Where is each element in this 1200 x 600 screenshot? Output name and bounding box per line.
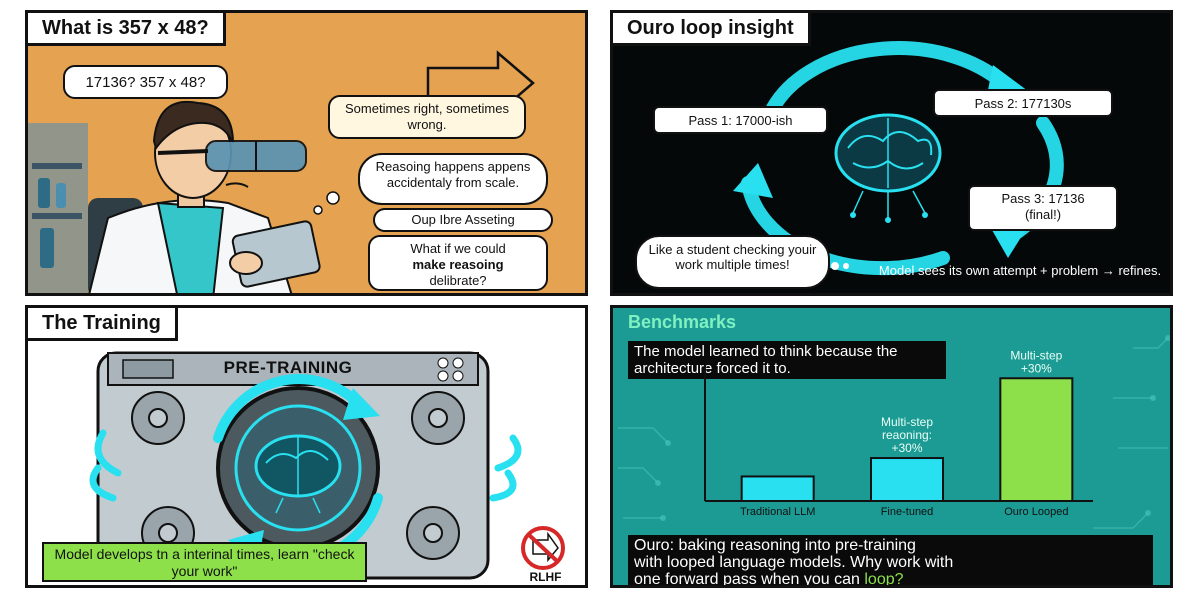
bubble-text: Oup Ibre Asseting bbox=[411, 212, 515, 227]
bubble-text: Reasoing happens appens accidentaly from… bbox=[375, 159, 531, 190]
bar bbox=[870, 457, 944, 502]
speech-bubble-what-if: What if we could make reasoing delibrate… bbox=[368, 235, 548, 291]
bar bbox=[999, 377, 1074, 502]
loop-caption: Model sees its own attempt + problem → r… bbox=[878, 263, 1162, 278]
tick-label: Fine-tuned bbox=[881, 506, 934, 518]
panel-benchmarks: Benchmarks The model learned to think be… bbox=[610, 305, 1173, 588]
bubble-text: Sometimes right, sometimes wrong. bbox=[345, 101, 509, 132]
data-label: +30% bbox=[891, 441, 922, 455]
speech-bubble-right-wrong: Sometimes right, sometimes wrong. bbox=[328, 95, 526, 139]
panel-training: The Training PRE-TRAINING Model develops… bbox=[25, 305, 588, 588]
data-label: Multi-step bbox=[881, 415, 933, 429]
benchmark-headline: The model learned to think because the a… bbox=[628, 341, 946, 379]
bubble-line: Pass 3: 17136 bbox=[1001, 191, 1085, 206]
label-bubble: Oup Ibre Asseting bbox=[373, 208, 553, 232]
bubble-line: delibrate? bbox=[429, 273, 487, 288]
caption-line: with looped language models. Why work wi… bbox=[634, 554, 954, 571]
no-rlhf-icon bbox=[521, 526, 565, 570]
caption-line: one forward pass when you can loop? bbox=[634, 571, 1147, 588]
thought-bubble-reasoning: Reasoing happens appens accidentaly from… bbox=[358, 153, 548, 205]
benchmark-caption: Ouro: baking reasoning into pre-training… bbox=[628, 535, 1153, 588]
bubble-text: Like a student checking youir work multi… bbox=[648, 242, 817, 272]
bubble-text: Pass 1: 17000-ish bbox=[688, 113, 793, 128]
circuit-background bbox=[618, 335, 1170, 529]
pass3-bubble: Pass 3: 17136 (final!) bbox=[968, 185, 1118, 231]
panel-title: Benchmarks bbox=[628, 312, 737, 332]
scientist-scene bbox=[28, 50, 535, 293]
caption-loop-word: loop? bbox=[864, 571, 904, 588]
bubble-line: make reasoing bbox=[412, 257, 504, 272]
bar bbox=[740, 475, 815, 502]
panel-title: What is 357 x 48? bbox=[28, 13, 226, 46]
caption-line: Ouro: baking reasoning into pre-training bbox=[634, 537, 916, 554]
bubble-text: Pass 2: 177130s bbox=[974, 96, 1072, 111]
pass1-bubble: Pass 1: 17000-ish bbox=[653, 106, 828, 134]
caption-text: one forward pass when you can bbox=[634, 571, 860, 588]
training-caption: Model develops tn a interinal times, lea… bbox=[42, 542, 367, 582]
machine-label: PRE-TRAINING bbox=[223, 358, 353, 377]
panel-loop-insight: Ouro loop insight Pass 1: 17000-ish Pass… bbox=[610, 10, 1173, 296]
data-label: reaoning: bbox=[882, 428, 932, 442]
student-bubble: Like a student checking youir work multi… bbox=[635, 235, 830, 289]
tick-label: Traditional LLM bbox=[740, 506, 815, 518]
tick-label: Ouro Looped bbox=[1004, 506, 1068, 518]
speech-bubble-question: 17136? 357 x 48? bbox=[63, 65, 228, 99]
brain-icon bbox=[254, 434, 342, 514]
bubble-line: (final!) bbox=[1024, 207, 1062, 222]
data-label: Multi-step bbox=[1010, 348, 1062, 362]
data-label: +30% bbox=[1021, 361, 1052, 375]
bubble-line: What if we could bbox=[410, 241, 506, 256]
training-machine bbox=[89, 351, 565, 580]
bubble-text: 17136? 357 x 48? bbox=[85, 74, 206, 91]
panel-title: Ouro loop insight bbox=[613, 13, 811, 46]
panel-title: The Training bbox=[28, 308, 178, 341]
brain-icon bbox=[834, 113, 942, 223]
pass2-bubble: Pass 2: 177130s bbox=[933, 89, 1113, 117]
panel-problem: What is 357 x 48? 17136? 357 x 48? Somet… bbox=[25, 10, 588, 296]
rlhf-label: RLHF bbox=[529, 570, 562, 584]
